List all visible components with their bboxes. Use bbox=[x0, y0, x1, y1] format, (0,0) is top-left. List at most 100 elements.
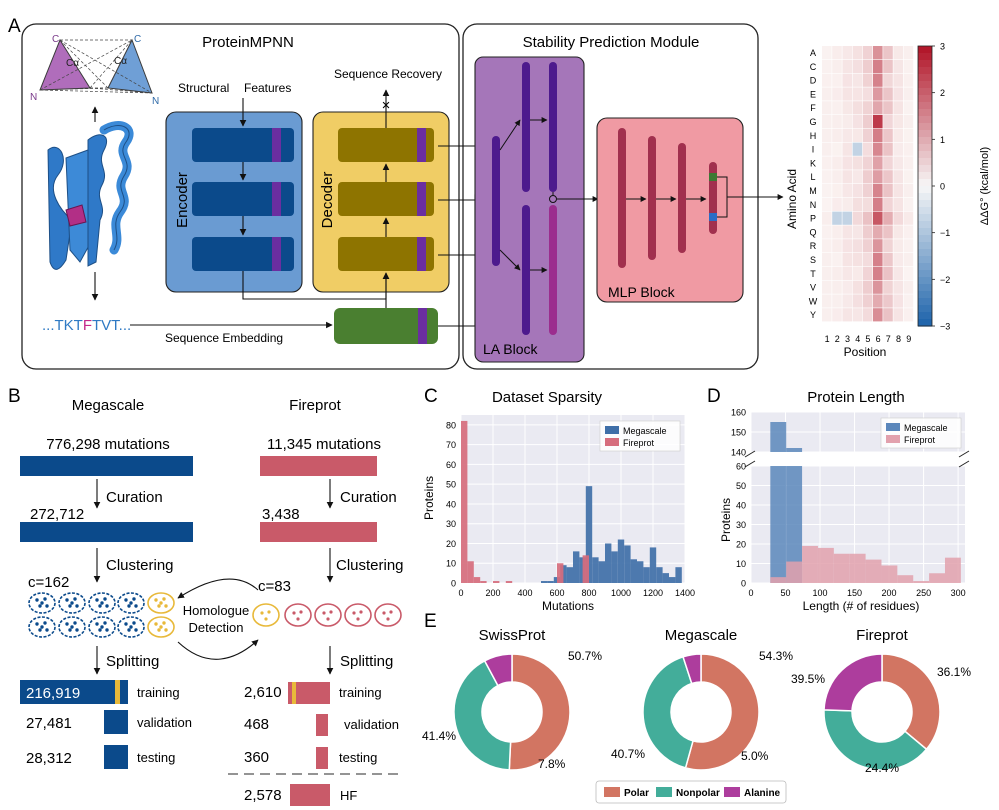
chart-c-bar bbox=[624, 545, 631, 583]
chart-d-axis-break bbox=[958, 450, 970, 458]
heatmap-cell bbox=[903, 225, 914, 239]
megascale-mutations-bar bbox=[20, 456, 193, 476]
mega-cluster-point bbox=[127, 604, 131, 608]
fire-cluster-ellipse bbox=[344, 603, 372, 627]
fireprot-splitting-label: Splitting bbox=[340, 653, 393, 670]
mega-cluster-ellipse bbox=[117, 592, 145, 614]
colorbar-segment bbox=[918, 88, 932, 96]
chart-c-ytick-label: 60 bbox=[446, 460, 456, 470]
heatmap-xlabel: Position bbox=[844, 345, 887, 359]
panel-letter-c: C bbox=[424, 386, 438, 407]
chart-d-bar bbox=[802, 545, 818, 583]
heatmap-cell bbox=[873, 87, 883, 101]
panel-b-arrows bbox=[93, 479, 334, 675]
chart-c-bar bbox=[662, 573, 669, 583]
heatmap-aa-label: R bbox=[810, 241, 817, 251]
heatmap-cell bbox=[903, 308, 914, 322]
heatmap-aa-label: W bbox=[809, 296, 818, 306]
chart-d-legend-swatch bbox=[886, 435, 900, 443]
heatmap-cell bbox=[852, 46, 863, 60]
heatmap-cell bbox=[893, 239, 903, 253]
mega-cluster-point bbox=[154, 598, 158, 602]
heatmap-aa-label: A bbox=[810, 48, 816, 58]
colorbar-segment bbox=[918, 242, 932, 250]
pie-value-label: 40.7% bbox=[611, 747, 645, 761]
pie-legend-swatch-alanine bbox=[724, 787, 740, 797]
mega-cluster-point bbox=[129, 625, 133, 629]
heatmap-cell bbox=[832, 73, 842, 87]
backbone-triangles-icon bbox=[39, 38, 153, 94]
la-block-arrows bbox=[499, 117, 599, 273]
triangle-label-n-left: N bbox=[30, 92, 37, 103]
colorbar-segment bbox=[918, 81, 932, 89]
heatmap-ylabel: Amino Acid bbox=[785, 169, 799, 229]
mega-cluster-ellipse bbox=[58, 592, 86, 614]
fireprot-mutations: 11,345 mutations bbox=[267, 436, 381, 453]
heatmap-aa-label: M bbox=[809, 186, 817, 196]
chart-c-bar bbox=[547, 581, 554, 583]
heatmap-cell bbox=[852, 142, 863, 156]
heatmap-cell bbox=[832, 280, 842, 294]
heatmap-cell bbox=[893, 308, 903, 322]
heatmap-cell bbox=[903, 128, 914, 142]
pie-slice bbox=[823, 653, 883, 712]
fireprot-title: Fireprot bbox=[289, 397, 342, 414]
heatmap-cell bbox=[842, 225, 852, 239]
chart-d-bar bbox=[897, 575, 914, 583]
composition-pies: 50.7%41.4%7.8%54.3%40.7%5.0%36.1%39.5%24… bbox=[422, 649, 971, 775]
pie-value-label: 36.1% bbox=[937, 665, 971, 679]
heatmap-cell bbox=[862, 280, 873, 294]
chart-c-bar bbox=[656, 567, 663, 583]
chart-d-bar bbox=[929, 573, 945, 583]
heatmap-cell bbox=[842, 115, 852, 129]
chart-d-bar bbox=[786, 561, 803, 583]
heatmap-cell bbox=[842, 128, 852, 142]
decoder-layers bbox=[338, 128, 434, 271]
chart-c-bar bbox=[493, 581, 500, 583]
heatmap-cell bbox=[893, 101, 903, 115]
chart-d-bar bbox=[786, 466, 803, 583]
fire-cluster-point bbox=[352, 611, 356, 615]
colorbar-segment bbox=[918, 186, 932, 194]
heatmap-cell bbox=[852, 197, 863, 211]
megascale-curated: 272,712 bbox=[30, 506, 84, 523]
mega-cluster-point bbox=[132, 597, 136, 601]
heatmap-cell bbox=[842, 211, 852, 225]
heatmap-position-label: 2 bbox=[835, 334, 840, 344]
heatmap-cell bbox=[883, 280, 893, 294]
heatmap-position-label: 9 bbox=[906, 334, 911, 344]
chart-d-xtick-label: 300 bbox=[951, 588, 966, 598]
chart-d-ytick-label: 150 bbox=[731, 428, 746, 438]
heatmap-cell bbox=[852, 156, 863, 170]
heatmap-cell bbox=[832, 156, 842, 170]
chart-c-bar bbox=[573, 551, 580, 583]
chart-c-bar bbox=[566, 567, 573, 583]
heatmap-cell bbox=[852, 115, 863, 129]
fire-cluster-ellipse bbox=[314, 603, 342, 627]
heatmap-cell bbox=[873, 59, 883, 73]
heatmap-cell bbox=[842, 308, 852, 322]
colorbar-segment bbox=[918, 228, 932, 236]
chart-d-ytick-label: 40 bbox=[736, 501, 746, 511]
colorbar-segment bbox=[918, 137, 932, 145]
pie-slice bbox=[453, 659, 512, 771]
heatmap-cell bbox=[903, 115, 914, 129]
heatmap-cell bbox=[873, 211, 883, 225]
mega-cluster-point bbox=[38, 604, 42, 608]
chart-c-bar bbox=[585, 486, 593, 583]
mega-cluster-ellipse bbox=[88, 616, 116, 638]
mega-train-bar bbox=[20, 680, 128, 704]
colorbar-segment bbox=[918, 130, 932, 138]
heatmap-cell bbox=[873, 184, 883, 198]
chart-c-bar bbox=[617, 539, 625, 583]
mega-cluster-point bbox=[162, 621, 166, 625]
fireprot-curated: 3,438 bbox=[262, 506, 300, 523]
heatmap-cell bbox=[873, 101, 883, 115]
chart-d-bar bbox=[865, 559, 882, 583]
heatmap-cell bbox=[832, 87, 842, 101]
pie-legend-frame bbox=[595, 780, 787, 804]
fire-test-value: 360 bbox=[244, 749, 269, 766]
heatmap-cell bbox=[862, 225, 873, 239]
